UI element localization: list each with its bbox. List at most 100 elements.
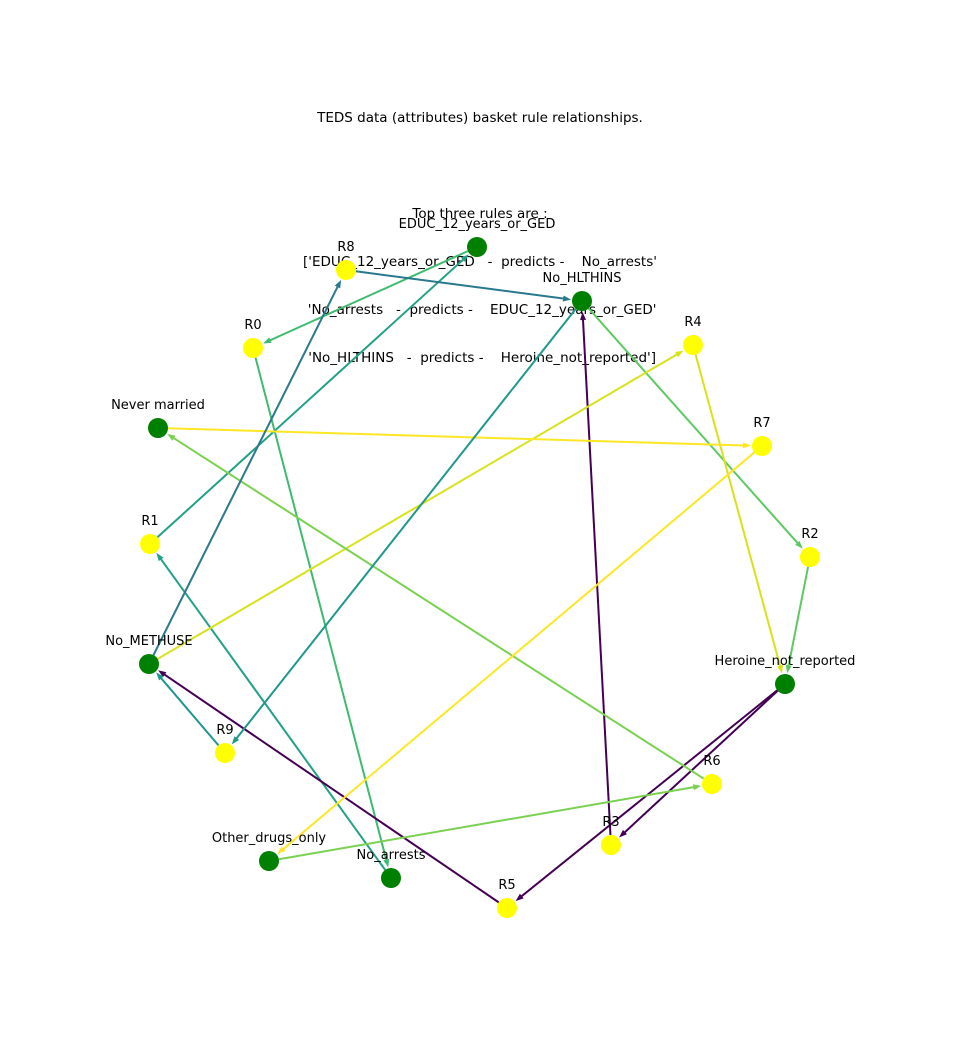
edge-arrowhead — [785, 664, 792, 674]
edge-line — [694, 354, 782, 668]
rule-node-r3 — [601, 835, 621, 855]
rule-node-r8 — [336, 260, 356, 280]
edge-arrowhead — [263, 337, 272, 344]
node-label-r7: R7 — [753, 416, 770, 431]
edge-arrowhead — [167, 433, 176, 441]
edge-arrowhead — [156, 552, 164, 562]
edge-arrowhead — [692, 784, 702, 791]
edge-line — [581, 317, 612, 836]
edge-r9-to-no-methuse — [156, 672, 220, 747]
edges-layer — [152, 250, 810, 904]
node-label-no-hlthins: No_HLTHINS — [543, 271, 622, 286]
edge-r8-to-no-hlthins — [355, 270, 572, 302]
edge-r5-to-no-methuse — [158, 670, 500, 904]
edge-no-methuse-to-r8 — [152, 279, 342, 656]
edge-line — [152, 284, 340, 656]
node-label-r4: R4 — [684, 315, 701, 330]
item-node-other-drugs-only — [259, 851, 279, 871]
edge-educ-12-years-or-ged-to-r0 — [263, 250, 469, 344]
edge-r7-to-other-drugs-only — [277, 451, 755, 854]
node-label-r2: R2 — [801, 527, 818, 542]
rule-node-r1 — [140, 534, 160, 554]
edge-line — [254, 357, 388, 862]
rule-node-r6 — [702, 774, 722, 794]
edge-arrowhead — [383, 858, 390, 868]
edge-arrowhead — [619, 829, 627, 838]
edge-heroine-not-reported-to-r3 — [619, 690, 779, 838]
edge-arrowhead — [580, 311, 587, 321]
edge-arrowhead — [158, 670, 167, 678]
edge-r4-to-heroine-not-reported — [694, 354, 783, 674]
node-label-r0: R0 — [244, 318, 261, 333]
item-node-heroine-not-reported — [775, 674, 795, 694]
edge-line — [159, 557, 386, 871]
edge-arrowhead — [231, 736, 240, 745]
node-label-heroine-not-reported: Heroine_not_reported — [715, 654, 856, 669]
node-label-no-arrests: No_arrests — [357, 848, 426, 863]
edge-arrowhead — [277, 846, 286, 854]
edge-line — [162, 672, 500, 904]
edge-line — [157, 352, 679, 660]
edge-line — [171, 436, 705, 780]
edge-never-married-to-r7 — [167, 427, 752, 449]
rule-node-r0 — [243, 338, 263, 358]
title-line: Top three rules are : — [412, 206, 548, 222]
edge-r3-to-no-hlthins — [580, 311, 612, 836]
edge-line — [268, 250, 469, 342]
edge-no-arrests-to-r1 — [156, 552, 386, 871]
edge-no-hlthins-to-r2 — [587, 307, 803, 549]
edge-arrowhead — [156, 672, 164, 681]
node-label-educ-12-years-or-ged: EDUC_12_years_or_GED — [399, 217, 556, 232]
edge-r0-to-no-arrests — [254, 357, 390, 868]
item-node-no-methuse — [139, 654, 159, 674]
node-label-other-drugs-only: Other_drugs_only — [212, 831, 327, 846]
edge-no-hlthins-to-r9 — [231, 308, 577, 745]
node-label-r5: R5 — [498, 878, 515, 893]
edge-r1-to-educ-12-years-or-ged — [156, 254, 469, 539]
rule-node-r5 — [497, 898, 517, 918]
node-label-r3: R3 — [602, 815, 619, 830]
edge-line — [278, 785, 696, 861]
rule-node-r4 — [683, 335, 703, 355]
title-line: TEDS data (attributes) basket rule relat… — [317, 110, 643, 126]
edge-arrowhead — [515, 893, 524, 902]
node-label-r8: R8 — [337, 240, 354, 255]
edge-line — [281, 451, 755, 851]
edge-arrowhead — [562, 295, 572, 302]
title-line: 'No_arrests - predicts - EDUC_12_years_o… — [303, 302, 657, 318]
edge-arrowhead — [777, 664, 783, 674]
nodes-layer — [139, 237, 820, 918]
node-label-no-methuse: No_METHUSE — [105, 634, 192, 649]
edge-line — [355, 270, 566, 300]
edge-line — [587, 307, 800, 545]
edge-r6-to-never-married — [167, 433, 705, 780]
edge-other-drugs-only-to-r6 — [278, 784, 702, 861]
edge-arrowhead — [795, 540, 803, 549]
edge-r2-to-heroine-not-reported — [785, 566, 810, 674]
node-label-r1: R1 — [141, 514, 158, 529]
item-node-no-hlthins — [572, 291, 592, 311]
item-node-no-arrests — [381, 868, 401, 888]
rule-node-r9 — [215, 743, 235, 763]
edge-arrowhead — [334, 279, 342, 289]
edge-no-methuse-to-r4 — [157, 350, 684, 660]
edge-line — [234, 308, 577, 741]
edge-line — [159, 676, 220, 747]
rule-node-r2 — [800, 547, 820, 567]
edge-line — [156, 257, 466, 539]
edge-line — [167, 427, 746, 447]
rule-node-r7 — [752, 436, 772, 456]
edge-arrowhead — [460, 254, 469, 262]
edge-line — [622, 690, 779, 835]
edge-line — [787, 566, 810, 668]
node-label-never-married: Never married — [111, 398, 205, 413]
edge-arrowhead — [742, 442, 752, 449]
item-node-educ-12-years-or-ged — [467, 237, 487, 257]
edge-heroine-not-reported-to-r5 — [515, 689, 778, 902]
edge-arrowhead — [675, 350, 684, 358]
item-node-never-married — [148, 418, 168, 438]
node-label-r6: R6 — [703, 754, 720, 769]
node-label-r9: R9 — [216, 723, 233, 738]
